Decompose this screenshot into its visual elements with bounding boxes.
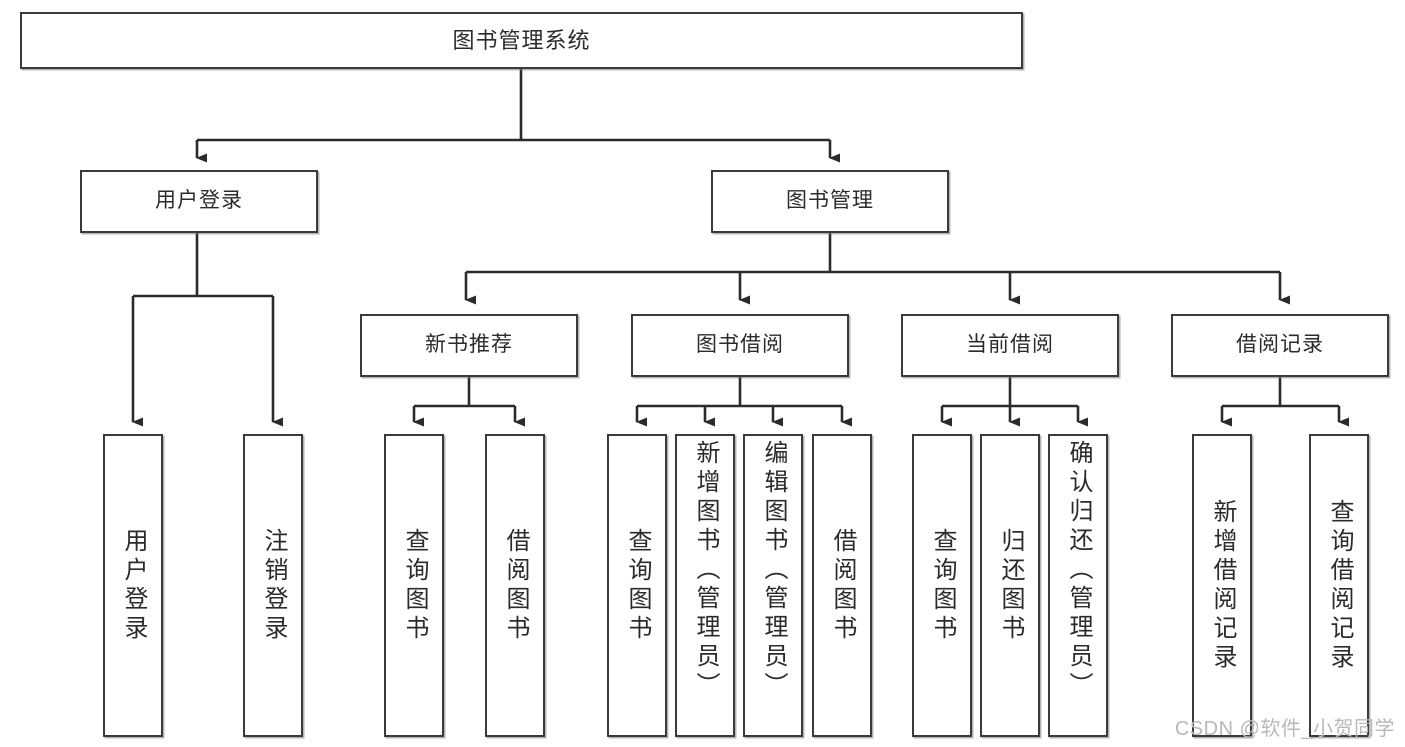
node-leaf-edit-book-admin[interactable]: 编辑图书（管理员） [743,434,803,737]
node-label: 图书管理系统 [452,27,591,53]
node-root-book-management-system[interactable]: 图书管理系统 [20,12,1023,69]
node-leaf-query-borrow-record[interactable]: 查询借阅记录 [1309,434,1369,737]
node-label: 图书借阅 [696,333,784,357]
node-book-borrowing[interactable]: 图书借阅 [631,314,849,377]
node-label: 注销登录 [260,527,287,644]
node-leaf-query-books-current[interactable]: 查询图书 [912,434,972,737]
node-label: 查询图书 [401,527,428,644]
node-leaf-query-books-borrow[interactable]: 查询图书 [607,434,667,737]
node-new-book-recommendation[interactable]: 新书推荐 [360,314,578,377]
node-label: 新增借阅记录 [1209,498,1236,673]
node-label: 新书推荐 [425,333,513,357]
node-label: 归还图书 [997,527,1024,644]
node-label: 借阅图书 [502,527,529,644]
node-current-borrowing[interactable]: 当前借阅 [901,314,1119,377]
node-label: 图书管理 [786,189,874,213]
node-borrow-records[interactable]: 借阅记录 [1171,314,1389,377]
node-leaf-user-login[interactable]: 用户登录 [103,434,163,737]
node-leaf-logout[interactable]: 注销登录 [243,434,303,737]
node-label: 当前借阅 [966,333,1054,357]
node-label: 借阅图书 [829,527,856,644]
node-leaf-query-books-recommend[interactable]: 查询图书 [384,434,444,737]
node-leaf-add-book-admin[interactable]: 新增图书（管理员） [675,434,735,737]
node-label: 确认归还（管理员） [1065,440,1092,701]
node-leaf-borrow-books[interactable]: 借阅图书 [812,434,872,737]
node-leaf-confirm-return-admin[interactable]: 确认归还（管理员） [1048,434,1108,737]
node-label: 用户登录 [120,527,147,644]
node-user-login[interactable]: 用户登录 [80,170,318,233]
node-label: 查询借阅记录 [1326,498,1353,673]
watermark: CSDN @软件_小贺同学 [1174,718,1395,740]
node-label: 用户登录 [155,189,243,213]
node-book-management[interactable]: 图书管理 [711,170,949,233]
node-label: 借阅记录 [1236,333,1324,357]
node-label: 查询图书 [624,527,651,644]
node-label: 查询图书 [929,527,956,644]
node-label: 编辑图书（管理员） [760,440,787,701]
node-label: 新增图书（管理员） [692,440,719,701]
node-leaf-add-borrow-record[interactable]: 新增借阅记录 [1192,434,1252,737]
node-leaf-borrow-books-recommend[interactable]: 借阅图书 [485,434,545,737]
node-leaf-return-books[interactable]: 归还图书 [980,434,1040,737]
